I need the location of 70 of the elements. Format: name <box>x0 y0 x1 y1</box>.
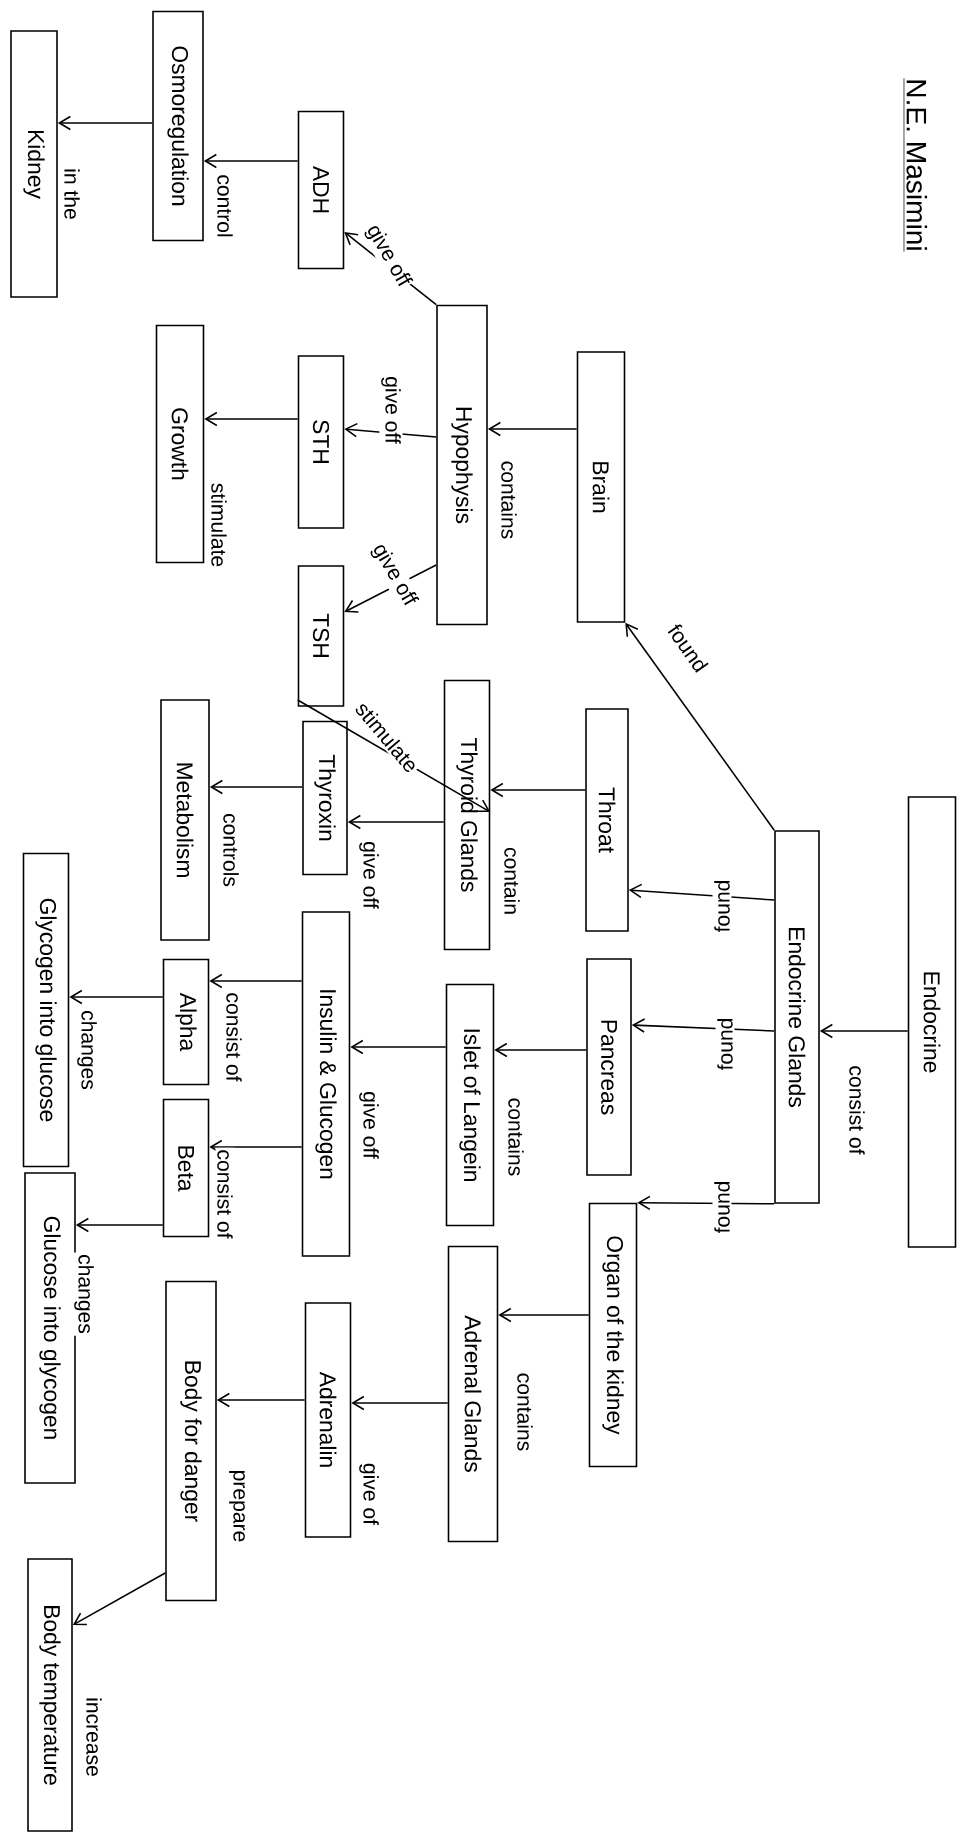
concept-box: Endocrine Glands <box>774 830 820 1204</box>
arrow <box>203 153 299 169</box>
edge-label: give of <box>357 1461 381 1527</box>
concept-box: Throat <box>585 708 629 932</box>
edge-label: in the <box>62 166 82 222</box>
arrow <box>216 1392 306 1408</box>
arrow <box>350 1039 447 1055</box>
arrow <box>487 421 578 437</box>
concept-box: Thyroid Glands <box>443 679 491 951</box>
edge-label: control <box>215 172 235 240</box>
edge-label: contains <box>515 1371 535 1454</box>
edge-label: give off <box>366 538 422 612</box>
concept-box: Insulin & Glucogen <box>301 911 351 1257</box>
arrow <box>631 1018 775 1033</box>
arrow <box>625 622 775 831</box>
arrow <box>57 115 153 131</box>
concept-box: Adrenal Glands <box>447 1245 499 1543</box>
edge-label: consist of <box>224 990 244 1084</box>
concept-box: Alpha <box>162 958 210 1086</box>
concept-box: Adrenalin <box>304 1302 352 1538</box>
concept-box: Body for danger <box>165 1280 217 1602</box>
concept-box: Thyroxin <box>302 720 348 876</box>
arrow <box>209 779 303 795</box>
edge-label: found <box>712 877 732 935</box>
arrow <box>351 1395 449 1411</box>
edge-label: contain <box>502 845 522 917</box>
edge-label: contains <box>499 459 519 542</box>
arrow <box>494 1042 587 1058</box>
arrow <box>204 411 299 427</box>
arrow <box>819 1023 909 1039</box>
edge-label: changes <box>72 1252 96 1336</box>
title: N.E. Masimini <box>903 77 928 253</box>
arrow <box>628 883 775 901</box>
concept-box: STH <box>297 355 345 529</box>
arrow <box>209 973 303 989</box>
concept-box: Hypophysis <box>436 304 488 626</box>
edge-label: consist of <box>847 1063 867 1157</box>
concept-box: Endocrine <box>907 796 957 1248</box>
concept-box: Growth <box>155 324 205 564</box>
concept-box: TSH <box>297 565 345 707</box>
concept-box: Kidney <box>10 30 58 298</box>
arrow <box>490 782 586 798</box>
edge-label: stimulate <box>209 481 229 569</box>
edge-label: found <box>715 1015 735 1073</box>
arrow <box>498 1307 590 1323</box>
concept-box: Body temperature <box>27 1558 73 1832</box>
concept-box: Islet of Langein <box>445 983 495 1227</box>
edge-label: give off <box>357 839 381 911</box>
arrow <box>69 989 164 1005</box>
edge-label: consist of <box>215 1147 235 1241</box>
arrow <box>347 814 445 830</box>
edge-label: give off <box>360 219 416 293</box>
arrow <box>72 1572 166 1626</box>
edge-label: give off <box>379 374 403 446</box>
edge-label: changes <box>75 1008 99 1092</box>
edge-label: contains <box>506 1096 526 1179</box>
edge-label: increase <box>84 1695 104 1779</box>
concept-box: Beta <box>162 1098 210 1238</box>
concept-box: Osmoregulation <box>152 10 204 242</box>
concept-box: Pancreas <box>586 958 632 1176</box>
edge-label: give off <box>357 1089 381 1161</box>
edge-label: found <box>712 1178 732 1236</box>
edge-label: controls <box>221 811 241 889</box>
arrow <box>75 1217 164 1233</box>
concept-box: Organ of the kidney <box>588 1202 638 1468</box>
concept-box: Glycogen into glucose <box>22 852 70 1168</box>
edge-label: prepare <box>227 1467 247 1545</box>
concept-box: Metabolism <box>160 699 210 941</box>
concept-box: Brain <box>576 351 626 623</box>
concept-box: ADH <box>297 110 345 270</box>
